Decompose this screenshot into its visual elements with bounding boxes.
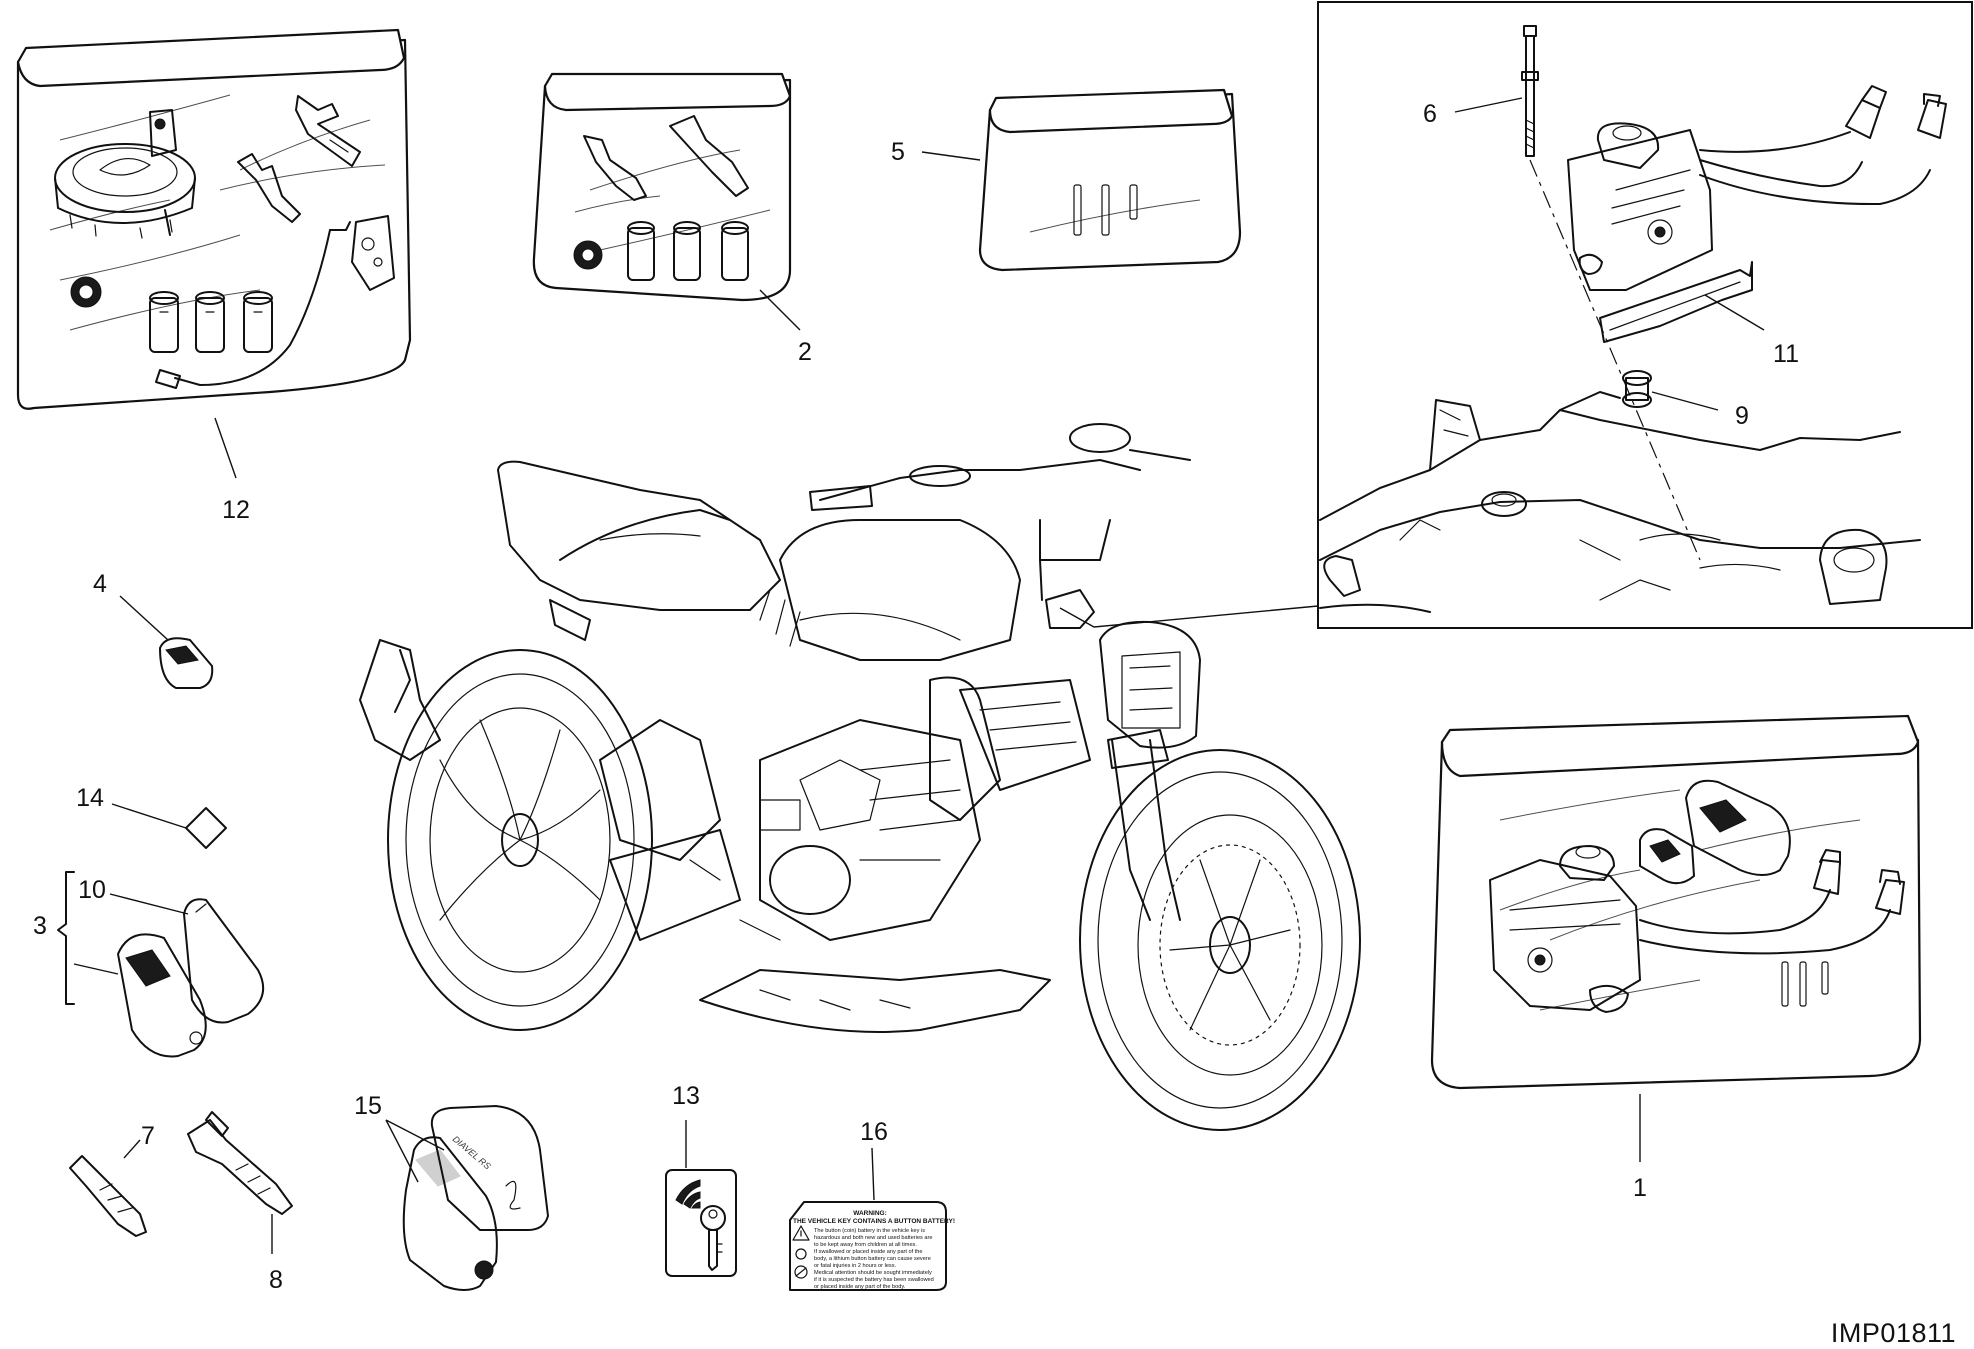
blank-key-icon: [69, 1155, 147, 1237]
battery-icon: [795, 1248, 807, 1260]
kit-1-panel: 1: [1430, 714, 1922, 1202]
kit-2-panel: 2: [532, 72, 812, 366]
callout-9: 9: [1735, 402, 1749, 430]
callout-3: 3: [33, 912, 47, 940]
lock-cylinder-icon: [243, 291, 273, 353]
rfid-signal-icon: [675, 1179, 701, 1209]
blank-key-icon: [669, 115, 749, 197]
key-cover-15: [402, 1136, 498, 1291]
warning-line: if it is suspected the battery has been …: [814, 1277, 934, 1283]
callout-7: 7: [141, 1122, 155, 1150]
callout-12: 12: [222, 496, 250, 524]
key-transponder-card-icon: [665, 1169, 737, 1277]
callout-16: 16: [860, 1118, 888, 1146]
blank-key-icon: [583, 135, 647, 201]
ignition-switch-icon: [1489, 845, 1641, 1013]
battery-cover-icon: [183, 898, 265, 1024]
lock-cylinder-icon: [195, 291, 225, 353]
key-cover-icon: [159, 637, 214, 689]
callout-13: 13: [672, 1082, 700, 1110]
rubber-grommet-icon: [1622, 370, 1652, 408]
wiring-harness-icon: [155, 215, 395, 389]
warning-line: If swallowed or placed inside any part o…: [814, 1249, 923, 1255]
warning-title: WARNING:: [853, 1210, 887, 1217]
key-fob-icon: [1685, 779, 1791, 876]
ignition-switch-icon: [1567, 122, 1713, 291]
blank-key-icon: [237, 153, 301, 223]
callout-2: 2: [798, 338, 812, 366]
motorcycle-illustration: [359, 423, 1361, 1131]
warning-triangle-icon: [792, 1225, 810, 1241]
front-wheel-icon: [1079, 749, 1361, 1131]
callout-6: 6: [1423, 100, 1437, 128]
kit-5-panel: 5: [891, 88, 1242, 272]
lock-cylinder-icon: [673, 221, 701, 281]
callout-11: 11: [1773, 340, 1799, 368]
drawing-code: IMP01811: [1831, 1318, 1956, 1348]
warning-line: or placed inside any part of the body.: [814, 1284, 906, 1290]
stud-bolt-icon: [1521, 25, 1539, 157]
callout-4: 4: [93, 570, 107, 598]
lock-cylinder-icon: [627, 221, 655, 281]
callout-14: 14: [76, 784, 104, 812]
warning-line: body, a lithium button battery can cause…: [814, 1256, 931, 1262]
warning-subtitle: THE VEHICLE KEY CONTAINS A BUTTON BATTER…: [793, 1218, 955, 1225]
warning-line: or fatal injuries in 2 hours or less.: [814, 1263, 897, 1269]
blank-key-icon: [295, 95, 361, 167]
key-fob-icon: [117, 933, 207, 1058]
blank-key-icon: [187, 1111, 293, 1215]
fuel-cap-icon: [54, 109, 196, 239]
label-tag-icon: [185, 807, 227, 849]
engine-icon: [759, 719, 981, 941]
lock-cap-icon: [70, 276, 102, 308]
callout-10: 10: [78, 876, 106, 904]
mounting-bracket-icon: [1599, 261, 1753, 343]
lock-cylinder-icon: [149, 291, 179, 353]
callout-15: 15: [354, 1092, 382, 1120]
key-fob-icon: [1639, 828, 1695, 885]
warning-line: Medical attention should be sought immed…: [814, 1270, 932, 1276]
warning-line: to be kept away from children at all tim…: [814, 1242, 917, 1248]
warning-line: The button (coin) battery in the vehicle…: [814, 1228, 925, 1234]
ignition-switch-inset: 6 11: [1059, 1, 1973, 629]
no-swallow-icon: [794, 1265, 808, 1279]
lock-cylinder-icon: [721, 221, 749, 281]
wiring-harness-icon: [1639, 849, 1905, 955]
kit-12-panel: 12: [16, 28, 412, 524]
callout-8: 8: [269, 1266, 283, 1294]
battery-warning-label: WARNING: THE VEHICLE KEY CONTAINS A BUTT…: [789, 1201, 955, 1291]
lock-cap-icon: [573, 240, 603, 270]
rear-wheel-icon: [387, 649, 653, 1031]
ignition-switch-icon: [1045, 589, 1095, 629]
warning-line: hazardous and both new and used batterie…: [814, 1235, 933, 1241]
callout-1: 1: [1633, 1174, 1647, 1202]
frame-section-icon: [1319, 391, 1921, 613]
diavel-rs-logo: DIAVEL RS: [451, 1134, 493, 1171]
wiring-harness-icon: [1699, 85, 1947, 206]
callout-5: 5: [891, 138, 905, 166]
